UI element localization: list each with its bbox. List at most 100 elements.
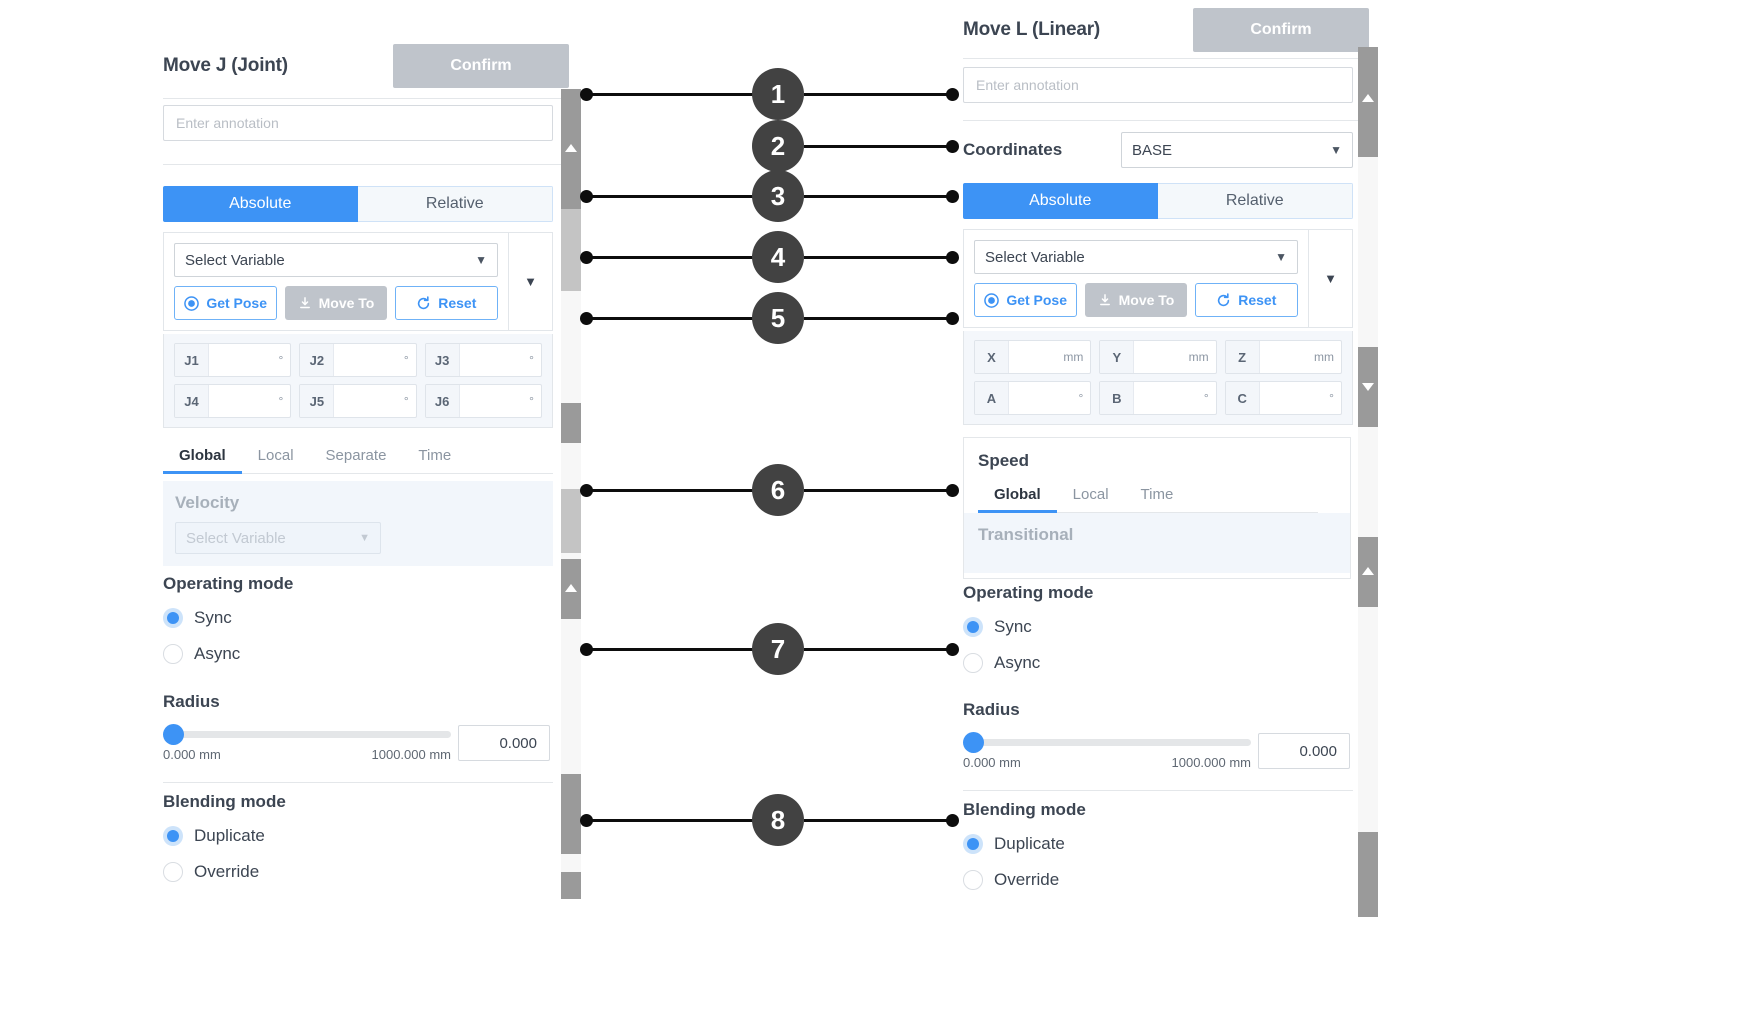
move-l-absolute-relative-toggle[interactable]: Absolute Relative: [963, 183, 1353, 219]
move-j-blending-mode-override[interactable]: Override: [163, 862, 259, 882]
scrollbar-thumb-bottom[interactable]: [561, 774, 581, 854]
joint-field-j3-value[interactable]: [459, 344, 530, 376]
move-j-radius-value-input[interactable]: 0.000: [458, 725, 550, 761]
radio-unselected-icon[interactable]: [163, 644, 183, 664]
joint-field-j6-value[interactable]: [459, 385, 530, 417]
move-j-radius-slider[interactable]: 0.000 mm 1000.000 mm: [163, 722, 451, 770]
move-l-blending-mode-override-label: Override: [994, 870, 1060, 889]
joint-field-j6[interactable]: J6 °: [424, 384, 542, 418]
move-l-speed-tabs[interactable]: Global Local Time: [978, 477, 1318, 513]
move-l-expand-caret[interactable]: ▼: [1308, 230, 1352, 327]
scrollbar-thumb-mid[interactable]: [1358, 347, 1378, 427]
move-l-annotation-input[interactable]: [963, 67, 1353, 103]
move-j-speed-tab-time[interactable]: Time: [418, 447, 452, 464]
chevron-up-icon[interactable]: [1362, 567, 1374, 575]
move-l-speed-tab-global[interactable]: Global: [978, 477, 1057, 513]
joint-field-j2[interactable]: J2 °: [299, 343, 417, 377]
move-l-variable-select[interactable]: Select Variable ▼: [974, 240, 1298, 274]
move-l-operating-mode-async[interactable]: Async: [963, 653, 1040, 673]
radio-selected-icon[interactable]: [163, 608, 183, 628]
move-l-radius-slider[interactable]: 0.000 mm 1000.000 mm: [963, 730, 1251, 778]
joint-field-j1[interactable]: J1 °: [174, 343, 292, 377]
move-l-blending-mode-duplicate[interactable]: Duplicate: [963, 834, 1065, 854]
scrollbar-track-a[interactable]: [561, 209, 581, 291]
joint-field-j4[interactable]: J4 °: [174, 384, 292, 418]
scrollbar-thumb-upper[interactable]: [1358, 47, 1378, 157]
scrollbar-thumb-upper[interactable]: [561, 89, 581, 209]
move-l-tab-relative[interactable]: Relative: [1157, 183, 1353, 219]
pose-field-c-value[interactable]: [1259, 382, 1330, 414]
slider-thumb[interactable]: [963, 732, 984, 753]
move-j-annotation-input[interactable]: [163, 105, 553, 141]
move-l-operating-mode-sync[interactable]: Sync: [963, 617, 1032, 637]
joint-field-j2-value[interactable]: [334, 344, 404, 376]
scrollbar-thumb-mid[interactable]: [561, 403, 581, 443]
joint-field-j5[interactable]: J5 °: [299, 384, 417, 418]
scrollbar-thumb-bottom[interactable]: [1358, 832, 1378, 917]
slider-track[interactable]: [971, 739, 1251, 746]
chevron-up-icon[interactable]: [565, 144, 577, 152]
move-j-scrollbar[interactable]: [561, 89, 581, 899]
move-l-scrollbar[interactable]: [1358, 47, 1378, 917]
pose-field-b-value[interactable]: [1134, 382, 1204, 414]
move-j-variable-select[interactable]: Select Variable ▼: [174, 243, 498, 277]
move-l-speed-tab-time[interactable]: Time: [1140, 486, 1174, 503]
joint-field-j3[interactable]: J3 °: [424, 343, 542, 377]
move-j-speed-tab-global[interactable]: Global: [163, 438, 242, 474]
move-j-get-pose-button[interactable]: Get Pose: [174, 286, 278, 320]
move-j-confirm-button[interactable]: Confirm: [393, 44, 569, 88]
pose-field-y[interactable]: Y mm: [1099, 340, 1217, 374]
move-j-absolute-relative-toggle[interactable]: Absolute Relative: [163, 186, 553, 222]
move-j-velocity-select[interactable]: Select Variable ▼: [175, 522, 381, 554]
pose-field-a[interactable]: A °: [974, 381, 1092, 415]
move-l-tab-absolute[interactable]: Absolute: [963, 183, 1158, 219]
scrollbar-track-f: [561, 619, 581, 774]
move-j-operating-mode-async[interactable]: Async: [163, 644, 240, 664]
pose-field-z-value[interactable]: [1259, 341, 1314, 373]
scrollbar-track-d[interactable]: [561, 489, 581, 553]
move-l-move-to-button[interactable]: Move To: [1085, 283, 1187, 317]
chevron-up-icon[interactable]: [565, 584, 577, 592]
move-l-coordinates-select[interactable]: BASE ▼: [1121, 132, 1353, 168]
pose-field-a-value[interactable]: [1009, 382, 1079, 414]
joint-field-j4-value[interactable]: [209, 385, 279, 417]
chevron-up-icon[interactable]: [1362, 94, 1374, 102]
move-j-blending-mode-duplicate[interactable]: Duplicate: [163, 826, 265, 846]
pose-field-z[interactable]: Z mm: [1224, 340, 1342, 374]
chevron-down-icon[interactable]: [1362, 383, 1374, 391]
move-l-get-pose-button[interactable]: Get Pose: [974, 283, 1078, 317]
scrollbar-thumb-lower[interactable]: [1358, 537, 1378, 607]
joint-field-j1-value[interactable]: [209, 344, 279, 376]
move-j-reset-button[interactable]: Reset: [394, 286, 498, 320]
scrollbar-thumb-end[interactable]: [561, 872, 581, 899]
move-j-tab-relative[interactable]: Relative: [357, 186, 553, 222]
pose-field-x[interactable]: X mm: [974, 340, 1092, 374]
radio-selected-icon[interactable]: [963, 834, 983, 854]
move-j-operating-mode-sync[interactable]: Sync: [163, 608, 232, 628]
slider-track[interactable]: [171, 731, 451, 738]
pose-field-b[interactable]: B °: [1099, 381, 1217, 415]
joint-field-j5-value[interactable]: [334, 385, 404, 417]
move-j-speed-tab-separate[interactable]: Separate: [325, 447, 387, 464]
radio-selected-icon[interactable]: [963, 617, 983, 637]
move-j-radius-min-label: 0.000 mm: [163, 747, 221, 762]
pose-field-c[interactable]: C °: [1224, 381, 1342, 415]
scrollbar-thumb-lower[interactable]: [561, 559, 581, 619]
radio-unselected-icon[interactable]: [163, 862, 183, 882]
radio-unselected-icon[interactable]: [963, 870, 983, 890]
move-l-confirm-button[interactable]: Confirm: [1193, 8, 1369, 52]
move-j-move-to-button[interactable]: Move To: [285, 286, 387, 320]
slider-thumb[interactable]: [163, 724, 184, 745]
move-j-tab-absolute[interactable]: Absolute: [163, 186, 358, 222]
move-l-blending-mode-override[interactable]: Override: [963, 870, 1059, 890]
pose-field-x-value[interactable]: [1009, 341, 1064, 373]
pose-field-y-value[interactable]: [1134, 341, 1189, 373]
move-j-speed-tab-local[interactable]: Local: [257, 447, 294, 464]
radio-unselected-icon[interactable]: [963, 653, 983, 673]
move-j-speed-tabs[interactable]: Global Local Separate Time: [163, 438, 553, 474]
radio-selected-icon[interactable]: [163, 826, 183, 846]
move-l-reset-button[interactable]: Reset: [1194, 283, 1298, 317]
move-l-speed-tab-local[interactable]: Local: [1072, 486, 1109, 503]
move-l-radius-value-input[interactable]: 0.000: [1258, 733, 1350, 769]
move-j-expand-caret[interactable]: ▼: [508, 233, 552, 330]
